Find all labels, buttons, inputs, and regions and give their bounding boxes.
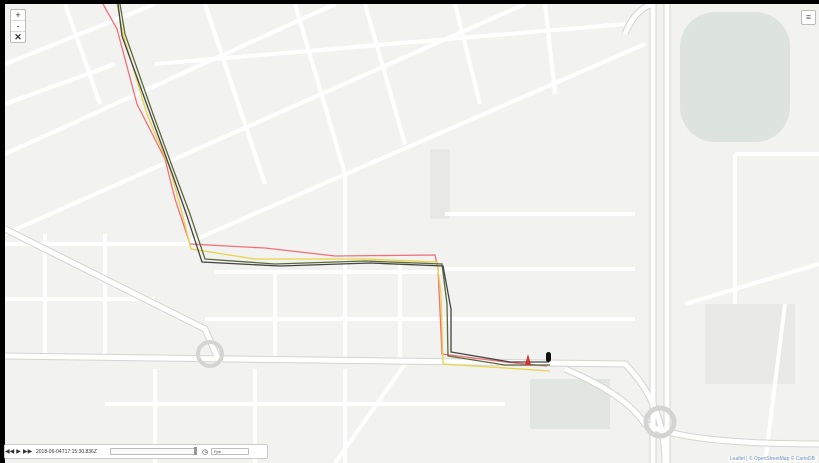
layers-icon[interactable]: ≡ [801, 10, 816, 25]
gps-track[interactable] [117, 4, 549, 363]
major-roads [5, 4, 819, 463]
red-marker-icon[interactable] [525, 354, 531, 365]
roundabout [643, 405, 677, 439]
gps-track[interactable] [119, 4, 550, 366]
minor-roads [5, 4, 819, 463]
playback-timestamp: 2018-06-04T17:15:30.836Z [36, 448, 97, 455]
play-icon[interactable]: ▶ [16, 449, 21, 455]
map-attribution: Leaflet | © OpenStreetMap © CartoDB [727, 456, 817, 462]
playback-control: ◀◀ ▶ ▶▶ 2018-06-04T17:15:30.836Z ◷ Fps [4, 444, 268, 459]
forward-icon[interactable]: ▶▶ [23, 449, 33, 455]
map-canvas[interactable]: + - ✕ ≡ Leaflet | © OpenStreetMap © Cart… [5, 4, 819, 463]
slider-handle[interactable] [194, 447, 197, 455]
reset-view-button[interactable]: ✕ [14, 32, 22, 42]
zoom-in-button[interactable]: + [11, 10, 25, 21]
gps-track[interactable] [116, 4, 551, 372]
zoom-control: + - ✕ [10, 9, 26, 43]
playback-slider[interactable] [110, 447, 197, 455]
park-area [680, 12, 790, 142]
block-shade [430, 149, 450, 219]
speed-input[interactable]: Fps [211, 448, 250, 455]
black-marker-icon[interactable] [546, 352, 551, 362]
zoom-out-button[interactable]: - [11, 21, 25, 32]
map-layer[interactable] [5, 4, 819, 463]
roundabout [196, 340, 224, 368]
rewind-icon[interactable]: ◀◀ [5, 449, 15, 455]
gps-track[interactable] [102, 4, 548, 367]
clock-icon[interactable]: ◷ [202, 448, 209, 456]
